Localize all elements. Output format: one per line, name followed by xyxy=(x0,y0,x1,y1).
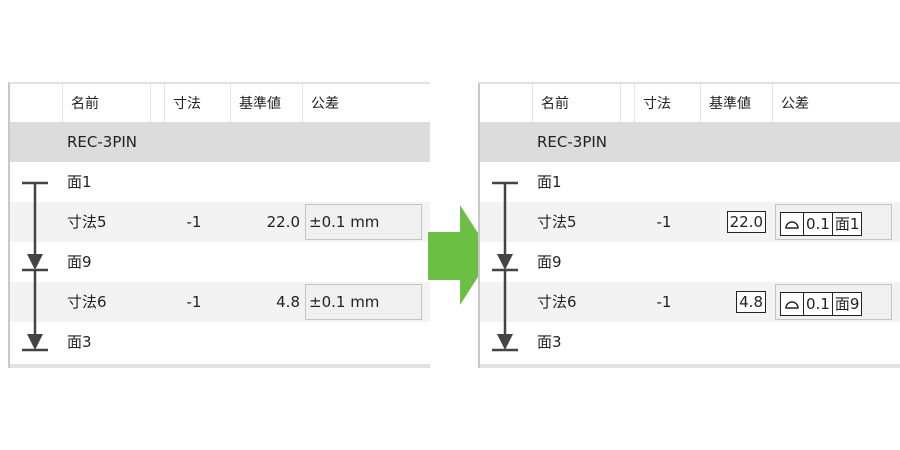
table-row[interactable]: 寸法6 -1 4.8 ±0.1 mm xyxy=(10,282,430,322)
tolerance-field[interactable]: 0.1 面1 xyxy=(775,204,892,240)
column-header-tolerance[interactable]: 公差 xyxy=(772,84,897,122)
dimension-table-after: 名前 寸法 基準値 公差 REC-3PIN 面1 寸法5 -1 22.0 0.1… xyxy=(478,82,900,368)
group-row[interactable]: REC-3PIN xyxy=(480,122,900,162)
column-header-name[interactable]: 名前 xyxy=(532,84,620,122)
column-header-name[interactable]: 名前 xyxy=(62,84,150,122)
table-row[interactable]: 面3 xyxy=(537,333,562,351)
profile-of-surface-icon xyxy=(781,293,803,315)
tolerance-field[interactable]: ±0.1 mm xyxy=(305,204,422,240)
dimension-chain-icon xyxy=(492,181,518,352)
feature-control-frame: 0.1 面9 xyxy=(780,292,863,316)
table-row[interactable]: 寸法5 -1 22.0 ±0.1 mm xyxy=(10,202,430,242)
table-header: 名前 寸法 基準値 公差 xyxy=(10,84,430,122)
dimension-table-before: 名前 寸法 基準値 公差 REC-3PIN 面1 寸法5 -1 22.0 ±0.… xyxy=(8,82,430,368)
table-row[interactable]: 面9 xyxy=(67,253,92,271)
column-header-blank[interactable] xyxy=(620,84,634,122)
group-row[interactable]: REC-3PIN xyxy=(10,122,430,162)
table-header: 名前 寸法 基準値 公差 xyxy=(480,84,900,122)
column-header-base-value[interactable]: 基準値 xyxy=(700,84,772,122)
table-row[interactable]: 面9 xyxy=(537,253,562,271)
tolerance-field[interactable]: ±0.1 mm xyxy=(305,284,422,320)
column-header-tolerance[interactable]: 公差 xyxy=(302,84,427,122)
column-header-dimension[interactable]: 寸法 xyxy=(164,84,230,122)
table-row[interactable]: 面1 xyxy=(67,173,92,191)
feature-control-frame: 0.1 面1 xyxy=(780,212,863,236)
dimension-chain-icon xyxy=(22,181,48,352)
table-row[interactable]: 面3 xyxy=(67,333,92,351)
profile-of-surface-icon xyxy=(781,213,803,235)
table-row[interactable]: 寸法6 -1 4.8 0.1 面9 xyxy=(480,282,900,322)
column-header-base-value[interactable]: 基準値 xyxy=(230,84,302,122)
column-header-blank[interactable] xyxy=(150,84,164,122)
table-row[interactable]: 面1 xyxy=(537,173,562,191)
tolerance-field[interactable]: 0.1 面9 xyxy=(775,284,892,320)
basic-dimension-frame: 22.0 xyxy=(726,211,766,233)
right-arrow-icon xyxy=(428,205,492,305)
basic-dimension-frame: 4.8 xyxy=(736,291,766,313)
table-row[interactable]: 寸法5 -1 22.0 0.1 面1 xyxy=(480,202,900,242)
column-header-dimension[interactable]: 寸法 xyxy=(634,84,700,122)
